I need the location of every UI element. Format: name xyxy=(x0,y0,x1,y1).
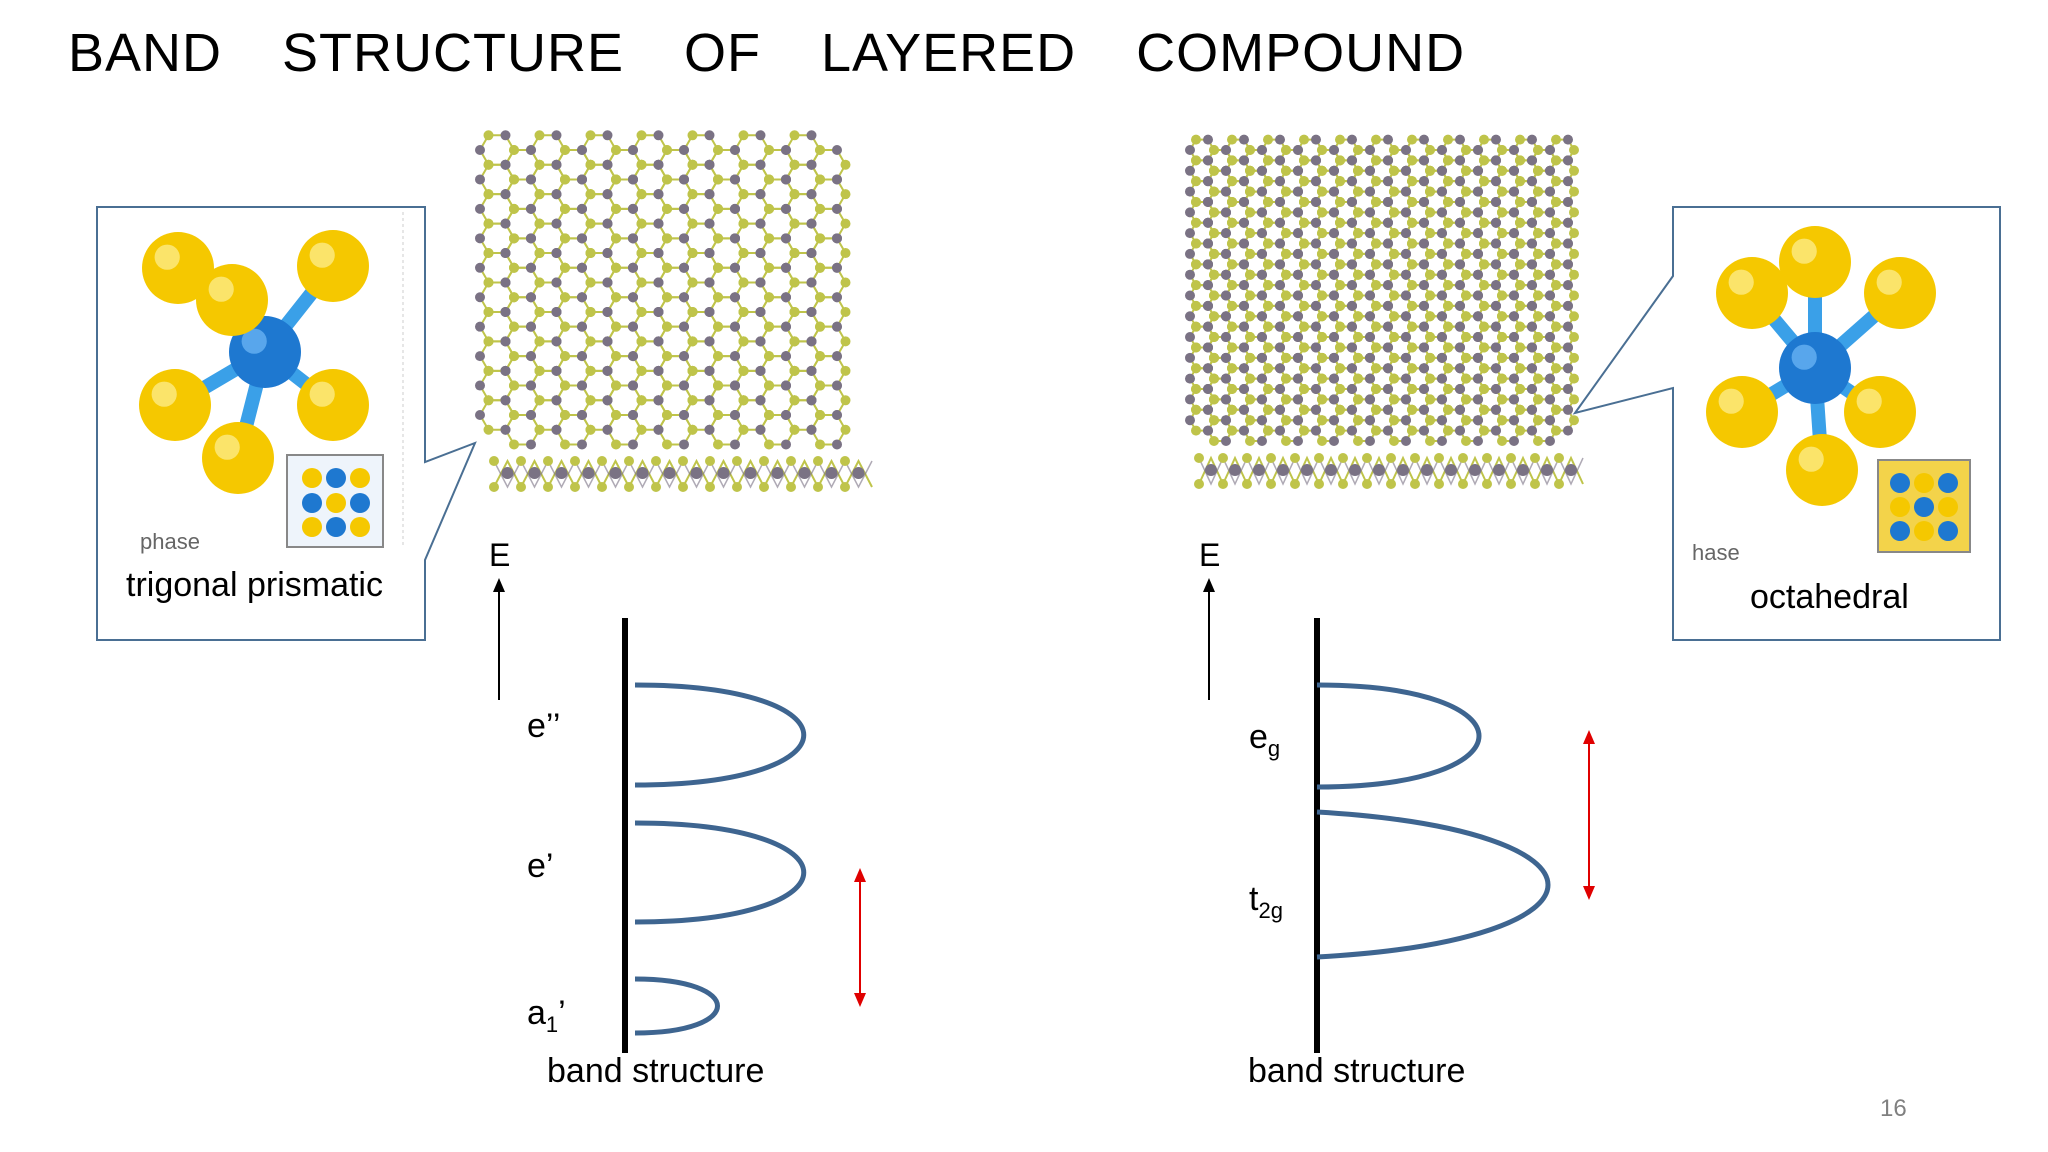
left-gap-arrow xyxy=(854,868,866,1007)
left-phase-label: phase xyxy=(140,529,200,554)
right-phase-label: hase xyxy=(1692,540,1740,565)
right-callout-label: octahedral xyxy=(1750,578,1909,616)
left-band-e-prime xyxy=(634,820,807,925)
right-energy-axis-arrow xyxy=(1203,578,1215,700)
right-gap-arrow xyxy=(1583,730,1595,900)
right-level-label-t2g: t2g xyxy=(1249,880,1283,923)
right-band-structure-caption: band structure xyxy=(1248,1052,1466,1090)
left-level-label-a1-prime: a1’ xyxy=(527,994,566,1037)
trigonal-prismatic-molecule xyxy=(139,230,369,494)
left-level-label-e-double-prime: e’’ xyxy=(527,707,561,745)
octahedral-molecule xyxy=(1706,226,1936,506)
left-band-a1-prime xyxy=(634,976,720,1036)
octahedral-lattice-side-view xyxy=(1194,453,1584,489)
right-inset-thumbnail xyxy=(1877,459,1971,553)
left-energy-axis-arrow xyxy=(493,578,505,700)
trigonal-lattice-top-view xyxy=(475,130,851,450)
right-band-t2g xyxy=(1316,809,1551,960)
octahedral-lattice-top-view xyxy=(1185,134,1579,446)
trigonal-lattice-side-view xyxy=(489,456,873,492)
left-inset-thumbnail xyxy=(286,454,384,548)
left-callout-label: trigonal prismatic xyxy=(126,566,383,604)
left-band-e-double-prime xyxy=(634,682,807,788)
right-energy-label: E xyxy=(1199,537,1221,573)
right-level-label-eg: eg xyxy=(1249,718,1281,761)
left-level-label-e-prime: e’ xyxy=(527,847,554,885)
left-energy-label: E xyxy=(489,537,511,573)
right-band-eg xyxy=(1316,682,1482,790)
slide-title: BAND STRUCTURE OF LAYERED COMPOUND xyxy=(68,23,1466,83)
page-number: 16 xyxy=(1880,1095,1907,1122)
left-band-structure-caption: band structure xyxy=(547,1052,765,1090)
